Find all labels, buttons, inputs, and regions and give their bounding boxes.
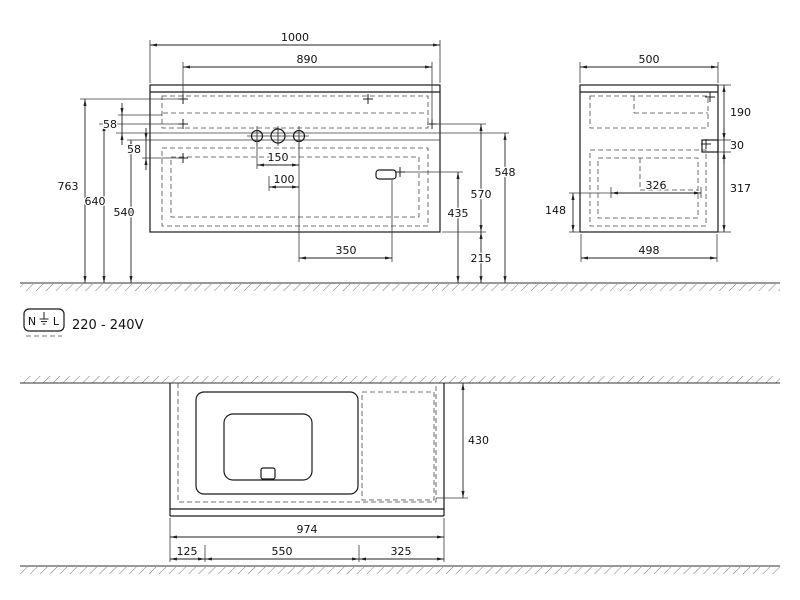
terminal-box: [23, 308, 65, 332]
basin-deck: [195, 391, 359, 495]
basin-bowl: [223, 413, 313, 481]
floor-hatch-line: [20, 282, 780, 291]
dim-plan-segment-right: 325: [391, 545, 412, 558]
dim-front-drain-offset: 350: [336, 244, 357, 257]
floor-hatch-band: [20, 284, 780, 291]
shelf-area-hidden: [361, 391, 435, 501]
drain-outlet: [260, 467, 276, 480]
drawer-handle: [375, 169, 397, 180]
plan-view: 430 974 125 550 325: [169, 383, 490, 562]
dim-front-height-435: 435: [448, 207, 469, 220]
front-cabinet-body: [149, 84, 441, 233]
plan-view-dimensions: 430 974 125 550 325: [169, 383, 490, 562]
front-view-dimensions: 1000 890 58 58 763 640 540 548 570 435 2…: [56, 30, 517, 283]
earth-ground-icon: [39, 312, 49, 325]
mounting-rail: [701, 139, 719, 153]
side-view-mounting-marks: [701, 92, 715, 149]
dim-front-overall-width: 1000: [281, 31, 309, 44]
dim-front-height-640: 640: [85, 195, 106, 208]
dim-side-rail-height: 30: [730, 139, 744, 152]
dim-side-bottom-depth: 498: [639, 244, 660, 257]
dim-front-tap-offset: 100: [274, 173, 295, 186]
dim-side-inner-height: 148: [545, 204, 566, 217]
terminal-l-label: L: [53, 315, 60, 328]
power-connection-symbol: N L 220 - 240V: [23, 308, 145, 337]
dim-side-rail-top: 190: [730, 106, 751, 119]
wall-hatch-line: [20, 376, 780, 384]
dim-plan-segment-left: 125: [177, 545, 198, 558]
side-cabinet-body: [579, 84, 719, 233]
dim-side-overall-depth: 500: [639, 53, 660, 66]
bottom-hatch-band: [20, 567, 780, 574]
terminal-n-label: N: [28, 315, 36, 328]
dim-front-height-763: 763: [58, 180, 79, 193]
plan-view-outline: [169, 383, 445, 517]
bottom-hatch-line: [20, 565, 780, 574]
dim-plan-bottom-width: 974: [297, 523, 318, 536]
dim-front-height-540: 540: [114, 206, 135, 219]
dim-side-rail-bottom: 317: [730, 182, 751, 195]
voltage-label: 220 - 240V: [72, 318, 144, 333]
dim-plan-depth: 430: [468, 434, 489, 447]
dim-front-height-548: 548: [495, 166, 516, 179]
dim-front-fixing-width: 890: [297, 53, 318, 66]
front-view-mounting-marks: [178, 94, 437, 177]
side-view-hidden-edges: [589, 95, 709, 227]
front-view-hidden-edges: [161, 95, 429, 227]
side-view: 500 190 30 317 326 148 498: [544, 52, 752, 262]
dim-front-offset-upper: 58: [103, 118, 117, 131]
wall-hatch-band: [20, 376, 780, 383]
front-view-outline: [116, 84, 509, 233]
dim-front-height-215: 215: [471, 252, 492, 265]
dim-plan-segment-center: 550: [272, 545, 293, 558]
dim-front-tap-spacing: 150: [268, 151, 289, 164]
front-view: 1000 890 58 58 763 640 540 548 570 435 2…: [56, 30, 517, 283]
side-view-dimensions: 500 190 30 317 326 148 498: [544, 52, 752, 262]
dim-front-offset-lower: 58: [127, 143, 141, 156]
front-view-tap-holes: [247, 126, 309, 146]
dim-side-inner-depth: 326: [646, 179, 667, 192]
dim-front-height-570: 570: [471, 188, 492, 201]
side-view-outline: [579, 84, 719, 233]
